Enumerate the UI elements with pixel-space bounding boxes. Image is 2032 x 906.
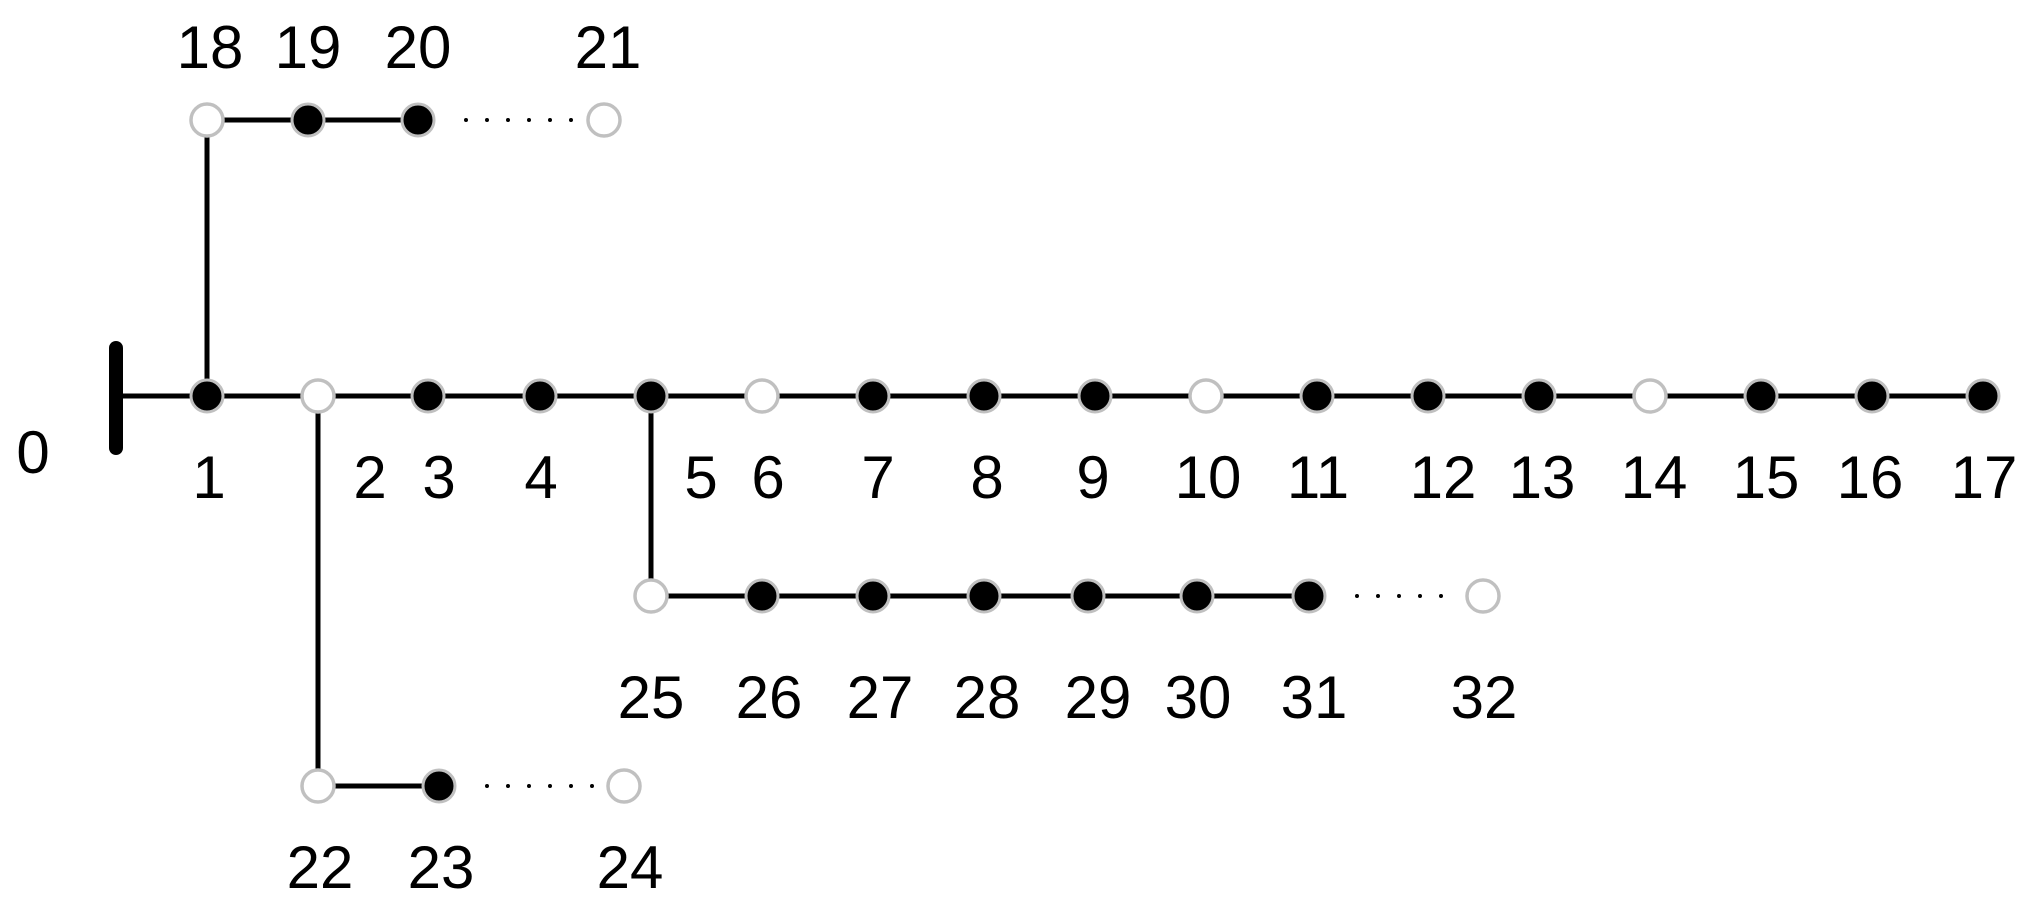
bus-label-27: 27 bbox=[847, 664, 914, 731]
bus-label-19: 19 bbox=[275, 14, 342, 81]
branch-lines bbox=[113, 117, 1986, 789]
bus-label-4: 4 bbox=[524, 444, 557, 511]
bus-node-1 bbox=[189, 378, 225, 414]
bus-label-1: 1 bbox=[192, 444, 225, 511]
bus-label-6: 6 bbox=[751, 444, 784, 511]
bus-label-12: 12 bbox=[1410, 444, 1477, 511]
bus-label-10: 10 bbox=[1175, 444, 1242, 511]
bus-label-7: 7 bbox=[861, 444, 894, 511]
bus-node-29 bbox=[1070, 578, 1106, 614]
bus-label-18: 18 bbox=[177, 14, 244, 81]
bus-label-17: 17 bbox=[1951, 444, 2018, 511]
bus-node-10 bbox=[1188, 378, 1224, 414]
bus-label-23: 23 bbox=[408, 834, 475, 901]
bus-node-21 bbox=[586, 102, 622, 138]
bus-node-28 bbox=[966, 578, 1002, 614]
source-bus-label: 0 bbox=[16, 419, 49, 486]
bus-node-24 bbox=[606, 768, 642, 804]
bus-label-30: 30 bbox=[1165, 664, 1232, 731]
bus-node-5 bbox=[633, 378, 669, 414]
bus-node-27 bbox=[855, 578, 891, 614]
bus-node-7 bbox=[855, 378, 891, 414]
bus-label-20: 20 bbox=[385, 14, 452, 81]
bus-node-15 bbox=[1743, 378, 1779, 414]
bus-label-28: 28 bbox=[954, 664, 1021, 731]
bus-node-22 bbox=[300, 768, 336, 804]
bus-node-32 bbox=[1465, 578, 1501, 614]
bus-label-25: 25 bbox=[618, 664, 685, 731]
bus-node-20 bbox=[400, 102, 436, 138]
bus-node-12 bbox=[1410, 378, 1446, 414]
bus-node-31 bbox=[1291, 578, 1327, 614]
bus-node-26 bbox=[744, 578, 780, 614]
bus-node-23 bbox=[421, 768, 457, 804]
bus-label-5: 5 bbox=[684, 444, 717, 511]
bus-node-3 bbox=[410, 378, 446, 414]
bus-node-9 bbox=[1077, 378, 1113, 414]
bus-label-9: 9 bbox=[1076, 444, 1109, 511]
bus-node-25 bbox=[633, 578, 669, 614]
bus-node-13 bbox=[1521, 378, 1557, 414]
bus-label-32: 32 bbox=[1451, 664, 1518, 731]
bus-label-14: 14 bbox=[1621, 444, 1688, 511]
bus-label-21: 21 bbox=[575, 14, 642, 81]
bus-label-22: 22 bbox=[287, 834, 354, 901]
dotted-continuation-lines bbox=[464, 118, 1459, 788]
bus-label-16: 16 bbox=[1837, 444, 1904, 511]
bus-node-16 bbox=[1854, 378, 1890, 414]
bus-node-30 bbox=[1179, 578, 1215, 614]
bus-node-8 bbox=[966, 378, 1002, 414]
bus-label-11: 11 bbox=[1287, 444, 1349, 511]
bus-label-24: 24 bbox=[597, 834, 664, 901]
bus-node-2 bbox=[300, 378, 336, 414]
bus-label-8: 8 bbox=[970, 444, 1003, 511]
bus-node-14 bbox=[1632, 378, 1668, 414]
bus-node-19 bbox=[290, 102, 326, 138]
bus-label-31: 31 bbox=[1281, 664, 1348, 731]
bus-label-3: 3 bbox=[422, 444, 455, 511]
bus-label-15: 15 bbox=[1733, 444, 1800, 511]
bus-node-18 bbox=[189, 102, 225, 138]
bus-label-13: 13 bbox=[1509, 444, 1576, 511]
bus-node-6 bbox=[744, 378, 780, 414]
bus-node-17 bbox=[1965, 378, 2001, 414]
bus-label-2: 2 bbox=[353, 444, 386, 511]
bus-label-29: 29 bbox=[1065, 664, 1132, 731]
bus-node-11 bbox=[1299, 378, 1335, 414]
bus-node-4 bbox=[522, 378, 558, 414]
bus-nodes bbox=[189, 102, 2001, 804]
bus-label-26: 26 bbox=[736, 664, 803, 731]
